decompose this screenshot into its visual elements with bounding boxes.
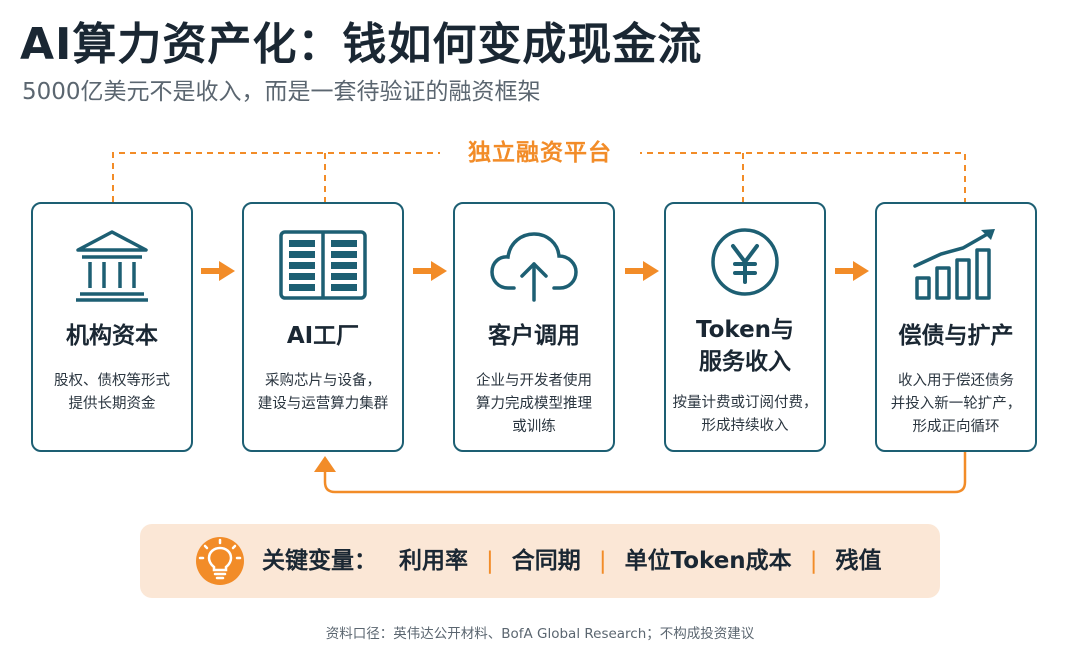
card-title: 机构资本 — [66, 323, 158, 349]
separator: | — [486, 548, 494, 574]
feedback-loop-line — [323, 452, 967, 494]
card-title: 客户调用 — [488, 323, 580, 349]
key-variables-bar: 关键变量： 利用率 | 合同期 | 单位Token成本 | 残值 — [140, 524, 940, 598]
card-description: 采购芯片与设备， 建设与运营算力集群 — [257, 373, 389, 412]
card-description: 按量计费或订阅付费， 形成持续收入 — [672, 395, 818, 434]
page-title: AI算力资产化：钱如何变成现金流 — [20, 19, 703, 70]
platform-label: 独立融资平台 — [440, 134, 640, 172]
server-rack-icon — [244, 226, 402, 304]
page-subtitle: 5000亿美元不是收入，而是一套待验证的融资框架 — [22, 79, 541, 105]
key-variables-text: 关键变量： 利用率 | 合同期 | 单位Token成本 | 残值 — [262, 524, 881, 598]
card-description: 收入用于偿还债务 并投入新一轮扩产， 形成正向循环 — [890, 373, 1022, 435]
yen-coin-icon — [666, 226, 824, 304]
growth-chart-icon — [877, 226, 1035, 304]
source-note: 资料口径：英伟达公开材料、BofA Global Research；不构成投资建… — [325, 626, 755, 642]
lightbulb-icon — [196, 537, 244, 585]
variable-item: 合同期 — [511, 548, 581, 574]
card-title: Token与 服务收入 — [695, 317, 795, 375]
card-institutional-capital: 机构资本 股权、债权等形式 提供长期资金 — [31, 202, 193, 452]
feedback-loop-arrowhead — [314, 456, 336, 472]
bank-icon — [33, 226, 191, 304]
cloud-upload-icon — [455, 226, 613, 304]
card-title: AI工厂 — [286, 323, 360, 349]
separator: | — [809, 548, 818, 574]
arrow-3 — [625, 261, 659, 281]
arrow-2 — [413, 261, 447, 281]
card-token-revenue: Token与 服务收入 按量计费或订阅付费， 形成持续收入 — [664, 202, 826, 452]
variable-item: 残值 — [835, 548, 882, 574]
key-variables-label: 关键变量： — [262, 548, 377, 574]
variable-item: 单位Token成本 — [624, 548, 792, 574]
separator: | — [598, 548, 607, 574]
variable-item: 利用率 — [399, 548, 469, 574]
card-description: 股权、债权等形式 提供长期资金 — [54, 373, 170, 412]
arrow-1 — [201, 261, 235, 281]
card-title: 偿债与扩产 — [898, 323, 1014, 349]
card-customer-usage: 客户调用 企业与开发者使用 算力完成模型推理 或训练 — [453, 202, 615, 452]
card-description: 企业与开发者使用 算力完成模型推理 或训练 — [476, 373, 592, 435]
card-repay-expand: 偿债与扩产 收入用于偿还债务 并投入新一轮扩产， 形成正向循环 — [875, 202, 1037, 452]
flow-arrows — [201, 261, 869, 281]
card-ai-factory: AI工厂 采购芯片与设备， 建设与运营算力集群 — [242, 202, 404, 452]
arrow-4 — [835, 261, 869, 281]
